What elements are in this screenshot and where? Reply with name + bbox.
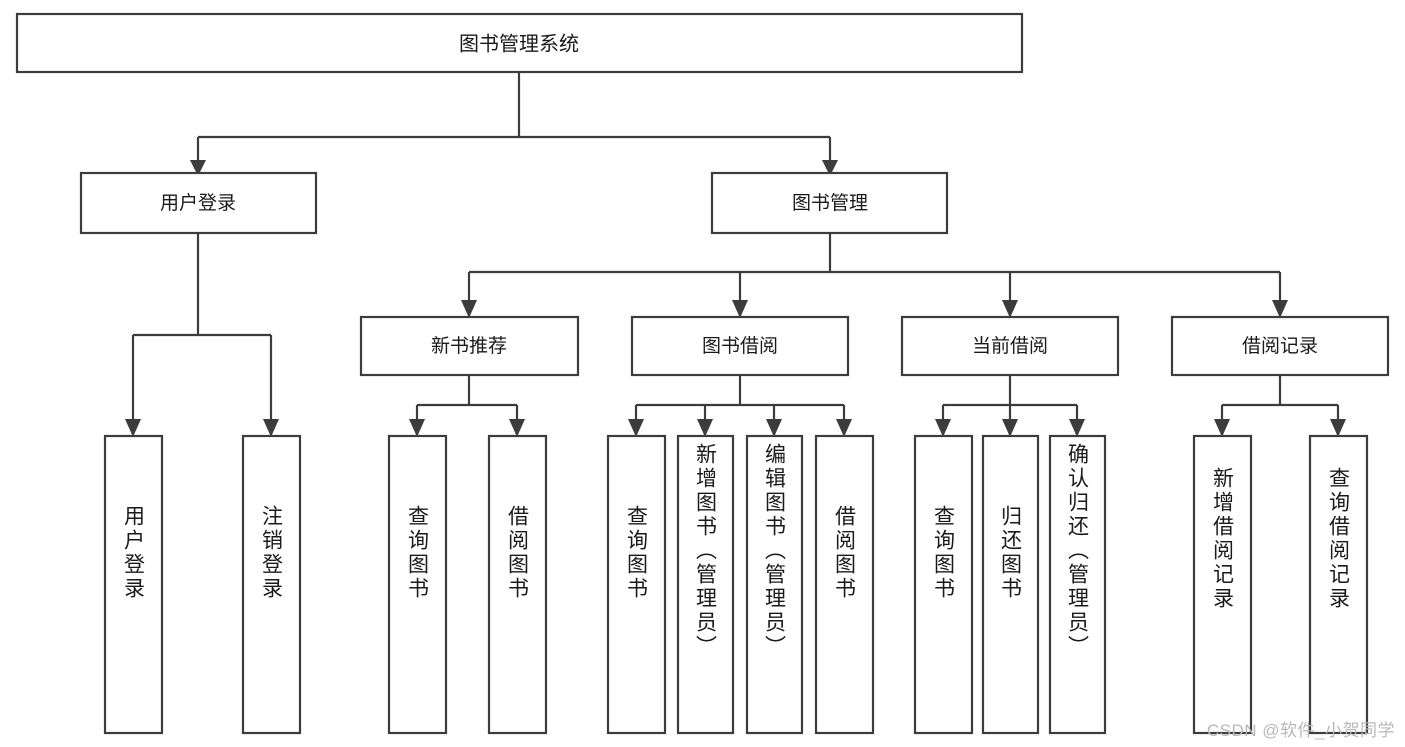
- arrowhead-leaf-add-record: [1214, 419, 1230, 437]
- node-root[interactable]: 图书管理系统: [15, 12, 1024, 74]
- node-user-login[interactable]: 用户登录: [79, 171, 318, 235]
- node-borrow-record[interactable]: 借阅记录: [1170, 315, 1390, 377]
- node-book-manage[interactable]: 图书管理: [710, 171, 949, 235]
- arrowhead-leaf-add-book: [697, 419, 713, 437]
- node-book-manage-label: 图书管理: [792, 192, 868, 214]
- leaf-box-borrow-book-1[interactable]: [487, 434, 548, 735]
- leaf-box-query-record[interactable]: [1308, 434, 1369, 735]
- arrowhead-book-manage: [822, 160, 838, 176]
- arrowhead-book-borrow: [732, 300, 748, 318]
- arrowhead-current-borrow: [1002, 300, 1018, 318]
- arrowhead-leaf-query-record: [1330, 419, 1346, 437]
- node-book-borrow-label: 图书借阅: [702, 335, 778, 357]
- node-root-label: 图书管理系统: [459, 32, 579, 55]
- node-borrow-record-box[interactable]: [1170, 315, 1390, 377]
- leaf-box-confirm-return[interactable]: [1048, 434, 1107, 735]
- node-new-book-recommend[interactable]: 新书推荐: [359, 315, 580, 377]
- arrowhead-leaf-query-book-1: [409, 419, 425, 437]
- node-current-borrow-box[interactable]: [900, 315, 1120, 377]
- arrowhead-leaf-query-book-3: [935, 419, 951, 437]
- arrowhead-leaf-confirm-return: [1069, 419, 1085, 437]
- leaf-box-borrow-book-2[interactable]: [814, 434, 875, 735]
- leaf-box-edit-book[interactable]: [745, 434, 804, 735]
- leaf-box-logout[interactable]: [241, 434, 302, 735]
- node-new-book-recommend-box[interactable]: [359, 315, 580, 377]
- node-root-box[interactable]: [15, 12, 1024, 74]
- csdn-watermark: CSDN @软件_小贺同学: [1206, 721, 1395, 740]
- arrowhead-user-login: [190, 160, 206, 176]
- leaf-box-query-book-2[interactable]: [606, 434, 667, 735]
- arrowhead-leaf-user-login: [125, 419, 141, 437]
- node-book-borrow-box[interactable]: [630, 315, 850, 377]
- connector-group: [125, 72, 1346, 437]
- node-book-borrow[interactable]: 图书借阅: [630, 315, 850, 377]
- node-user-login-box[interactable]: [79, 171, 318, 235]
- node-user-login-label: 用户登录: [160, 192, 236, 214]
- leaf-box-add-book[interactable]: [676, 434, 735, 735]
- arrowhead-leaf-logout: [263, 419, 279, 437]
- node-book-manage-box[interactable]: [710, 171, 949, 235]
- node-new-book-recommend-label: 新书推荐: [431, 335, 507, 357]
- arrowhead-leaf-return-book: [1002, 419, 1018, 437]
- leaf-box-return-book[interactable]: [981, 434, 1040, 735]
- arrowhead-new-book: [461, 300, 477, 318]
- arrowhead-leaf-borrow-book-2: [836, 419, 852, 437]
- arrowhead-leaf-edit-book: [766, 419, 782, 437]
- node-borrow-record-label: 借阅记录: [1242, 335, 1318, 357]
- arrowhead-leaf-query-book-2: [628, 419, 644, 437]
- node-current-borrow-label: 当前借阅: [972, 335, 1048, 357]
- leaf-box-query-book-3[interactable]: [913, 434, 974, 735]
- leaf-box-user-login[interactable]: [103, 434, 164, 735]
- node-current-borrow[interactable]: 当前借阅: [900, 315, 1120, 377]
- leaf-box-query-book-1[interactable]: [387, 434, 448, 735]
- arrowhead-leaf-borrow-book-1: [509, 419, 525, 437]
- arrowhead-borrow-record: [1272, 300, 1288, 318]
- leaf-box-add-record[interactable]: [1192, 434, 1253, 735]
